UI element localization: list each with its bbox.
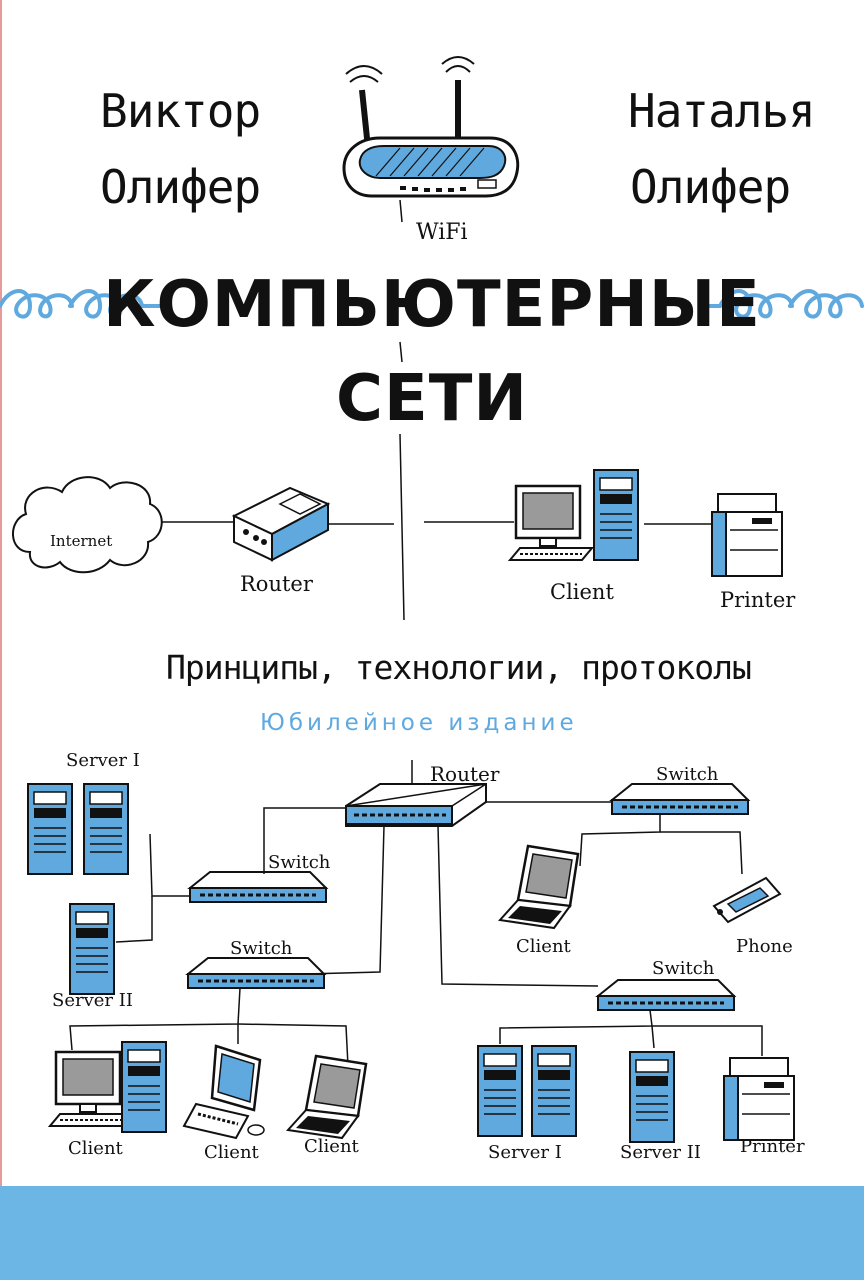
book-subtitle: Принципы, технологии, протоколы — [166, 648, 752, 687]
client-bl2-icon — [182, 1044, 265, 1140]
client-bl2-label: Client — [204, 1142, 259, 1163]
server-1-left-icon — [27, 783, 129, 875]
edition-label: Юбилейное издание — [260, 710, 578, 736]
book-title-line1: КОМПЬЮТЕРНЫЕ — [103, 268, 761, 342]
client-bl1-icon — [48, 1041, 167, 1133]
printer-right-icon — [723, 1057, 795, 1141]
author-right-last-name: Олифер — [630, 160, 791, 214]
router-top-icon — [231, 486, 331, 562]
internet-label: Internet — [50, 532, 113, 550]
flourish-right — [698, 289, 864, 319]
switch-left-bottom-icon — [186, 956, 326, 990]
switch-right-top-label: Switch — [656, 764, 719, 785]
phone-label: Phone — [736, 936, 793, 957]
wifi-router-icon — [342, 56, 520, 198]
author-left-first-name: Виктор — [100, 84, 261, 138]
wifi-label: WiFi — [416, 220, 468, 245]
switch-right-bottom-label: Switch — [652, 958, 715, 979]
printer-top-label: Printer — [720, 588, 796, 612]
client-top-icon — [508, 469, 639, 562]
server-1-left-label: Server I — [66, 750, 140, 771]
bottom-color-band — [0, 1186, 864, 1280]
router-bottom-label: Router — [430, 762, 500, 786]
server-2-right-label: Server II — [620, 1142, 701, 1163]
phone-icon — [712, 876, 782, 924]
client-top-label: Client — [550, 580, 614, 604]
client-bl1-label: Client — [68, 1138, 123, 1159]
server-1-right-icon — [477, 1045, 577, 1137]
switch-left-top-label: Switch — [268, 852, 331, 873]
router-top-label: Router — [240, 572, 313, 596]
author-left-last-name: Олифер — [100, 160, 261, 214]
book-title-line2: СЕТИ — [336, 362, 528, 436]
author-right-first-name: Наталья — [628, 84, 816, 138]
connection-lines — [69, 801, 763, 1067]
switch-left-top-icon — [188, 870, 328, 904]
switch-right-bottom-icon — [596, 978, 736, 1012]
internet-cloud-icon — [12, 476, 163, 574]
switch-left-bottom-label: Switch — [230, 938, 293, 959]
server-2-right-icon — [629, 1051, 675, 1143]
client-laptop-right-icon — [498, 844, 580, 930]
flourish-left — [0, 289, 172, 319]
server-2-left-icon — [69, 903, 115, 995]
client-laptop-right-label: Client — [516, 936, 571, 957]
switch-right-top-icon — [610, 782, 750, 816]
printer-top-icon — [711, 493, 783, 577]
client-bl3-label: Client — [304, 1136, 359, 1157]
printer-right-label: Printer — [740, 1136, 805, 1157]
server-1-right-label: Server I — [488, 1142, 562, 1163]
server-2-left-label: Server II — [52, 990, 133, 1011]
client-bl3-icon — [286, 1054, 368, 1140]
